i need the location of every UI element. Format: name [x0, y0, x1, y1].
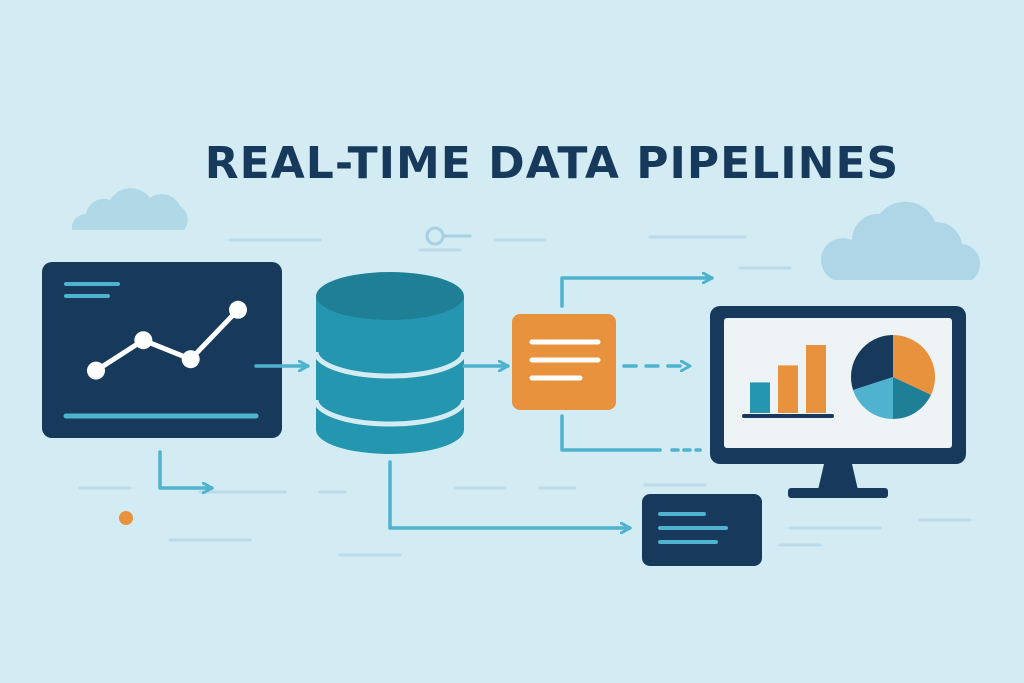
pie-slice	[850, 335, 893, 390]
monitor-dashboard-icon	[710, 306, 966, 498]
pie-slice	[893, 335, 936, 395]
line-point	[181, 350, 200, 369]
page-title: REAL-TIME DATA PIPELINES	[204, 138, 900, 189]
line-chart-panel-icon	[42, 262, 282, 438]
pie-chart	[850, 335, 936, 419]
pie-slice	[853, 377, 893, 419]
cloud-icon	[71, 188, 188, 230]
bar	[778, 365, 798, 413]
line-point	[134, 331, 153, 350]
line-series	[93, 307, 241, 374]
line-point	[229, 300, 247, 319]
database-cylinder-icon	[313, 272, 467, 454]
cloud-icon	[821, 201, 981, 280]
flow-arrow	[560, 278, 714, 308]
flow-arrow	[388, 460, 632, 528]
bar	[750, 382, 770, 413]
flow-connector	[560, 414, 662, 452]
document-list-icon	[512, 314, 616, 410]
node-connector-icon	[425, 226, 472, 246]
background-dashes	[78, 235, 972, 557]
line-chart	[87, 300, 247, 380]
bar	[806, 345, 826, 413]
pie-slice	[893, 377, 932, 419]
flow-arrow	[158, 450, 214, 488]
line-point	[87, 361, 105, 380]
log-card-icon	[642, 494, 762, 566]
orange-dot-icon	[119, 511, 133, 525]
bar-chart	[750, 345, 826, 413]
